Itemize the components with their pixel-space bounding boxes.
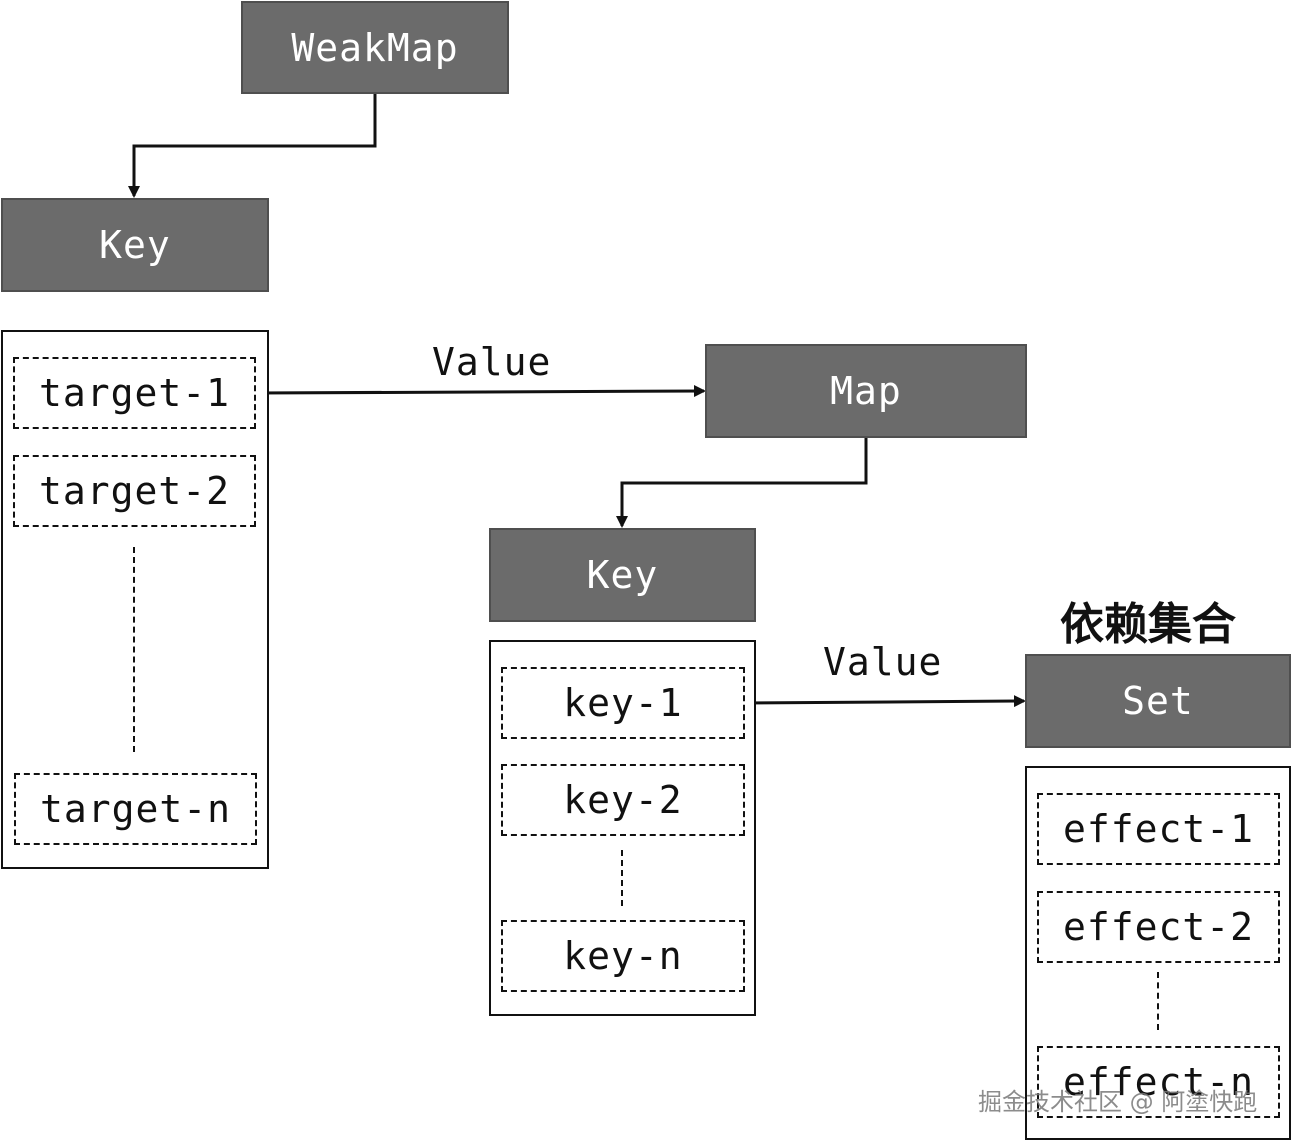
key1-to-set-connector bbox=[743, 695, 1026, 708]
watermark-text: 掘金技术社区 @ 阿塗快跑 bbox=[978, 1088, 1258, 1116]
weakmap-label: WeakMap bbox=[291, 25, 459, 70]
targets-ellipsis-dash bbox=[133, 547, 135, 752]
effect-item: effect-n bbox=[1037, 1046, 1280, 1118]
map-node: Map bbox=[705, 344, 1027, 438]
keys-ellipsis-dash bbox=[621, 850, 623, 906]
target-item-label: target-2 bbox=[38, 469, 231, 513]
effect-item-label: effect-n bbox=[1062, 1060, 1255, 1104]
outer-key-node: Key bbox=[1, 198, 269, 292]
weakmap-node: WeakMap bbox=[241, 1, 509, 94]
weakmap-to-key-connector bbox=[128, 94, 377, 198]
key-item-label: key-2 bbox=[563, 778, 683, 822]
effects-ellipsis-dash bbox=[1157, 972, 1159, 1030]
dependency-set-caption: 依赖集合 bbox=[1060, 599, 1236, 650]
value-label-1: Value bbox=[432, 340, 552, 384]
inner-key-node: Key bbox=[489, 528, 756, 622]
target-item: target-n bbox=[14, 773, 257, 845]
value-label-2: Value bbox=[823, 640, 943, 684]
map-to-key-connector bbox=[616, 438, 868, 528]
target-item: target-1 bbox=[13, 357, 256, 429]
key-item: key-n bbox=[501, 920, 745, 992]
target-item-label: target-n bbox=[39, 787, 232, 831]
outer-key-label: Key bbox=[99, 223, 171, 267]
effect-item-label: effect-2 bbox=[1062, 905, 1255, 949]
key-item: key-1 bbox=[501, 667, 745, 739]
map-label: Map bbox=[830, 369, 902, 413]
key-item-label: key-1 bbox=[563, 681, 683, 725]
target-item-label: target-1 bbox=[38, 371, 231, 415]
target1-to-map-connector bbox=[255, 385, 706, 398]
set-node: Set bbox=[1025, 654, 1291, 748]
set-label: Set bbox=[1122, 679, 1194, 723]
inner-key-label: Key bbox=[586, 553, 659, 597]
key-item: key-2 bbox=[501, 764, 745, 836]
effect-item-label: effect-1 bbox=[1062, 807, 1255, 851]
effect-item: effect-1 bbox=[1037, 793, 1280, 865]
key-item-label: key-n bbox=[563, 934, 683, 978]
target-item: target-2 bbox=[13, 455, 256, 527]
effect-item: effect-2 bbox=[1037, 891, 1280, 963]
